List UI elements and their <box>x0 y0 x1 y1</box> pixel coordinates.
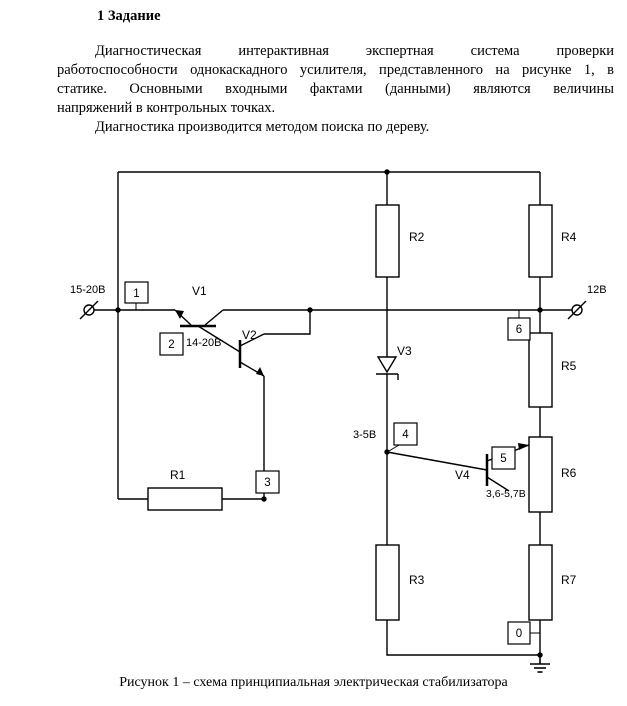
test-point-boxes <box>124 281 531 645</box>
test-point-box-2 <box>159 332 184 356</box>
resistor-r2-body <box>375 204 400 278</box>
label-v3: V3 <box>397 344 412 358</box>
test-point-box-4 <box>393 422 418 446</box>
label-r2: R2 <box>409 230 425 244</box>
resistor-r1-body <box>147 487 223 511</box>
label-r3: R3 <box>409 573 425 587</box>
label-v1: V1 <box>192 284 207 298</box>
transistor-v1 <box>174 309 241 353</box>
label-r7: R7 <box>561 573 577 587</box>
voltage-node4: 3-5В <box>353 429 376 441</box>
test-point-box-1 <box>124 281 149 304</box>
figure-caption: Рисунок 1 – схема принципиальная электри… <box>119 675 508 690</box>
resistor-r4-body <box>528 204 553 278</box>
test-point-label-4: 4 <box>402 429 409 441</box>
label-r5: R5 <box>561 359 577 373</box>
emitter-arrow-icon <box>175 310 184 319</box>
label-r1: R1 <box>170 468 186 482</box>
section-heading: 1 Задание <box>97 8 161 24</box>
circuit-wiring <box>94 171 572 656</box>
transistor-v2 <box>238 333 265 377</box>
resistors <box>147 204 553 621</box>
test-point-box-0 <box>507 621 531 645</box>
label-v4: V4 <box>455 468 470 482</box>
task-description: Диагностическая интерактивная экспертная… <box>57 42 614 137</box>
test-point-label-0: 0 <box>516 628 522 640</box>
paragraph-line: работоспособности однокаскадного усилите… <box>57 62 614 78</box>
test-point-label-1: 1 <box>133 288 139 300</box>
voltage-input: 15-20В <box>70 284 105 296</box>
resistor-r6-body <box>528 436 553 513</box>
emitter-arrow-icon <box>256 367 264 376</box>
test-point-box-6 <box>507 317 531 341</box>
test-point-label-6: 6 <box>516 324 522 336</box>
resistor-r7-body <box>528 544 553 621</box>
test-point-leaders <box>135 303 540 634</box>
test-point-box-3 <box>255 470 280 494</box>
junction-dots <box>115 169 543 658</box>
resistor-r5-body <box>528 332 553 408</box>
label-v2: V2 <box>242 328 257 342</box>
voltage-node5: 3,6-5,7В <box>486 488 526 500</box>
wiper-arrow-icon <box>518 443 529 450</box>
test-point-label-2: 2 <box>168 339 174 351</box>
paragraph-line: статике. Основными входными фактами (дан… <box>57 81 614 97</box>
voltage-node2: 14-20В <box>186 337 221 349</box>
paragraph-line: Диагностическая интерактивная экспертная… <box>95 43 614 59</box>
label-r4: R4 <box>561 230 577 244</box>
test-point-label-3: 3 <box>264 477 270 489</box>
paragraph-line: Диагностика производится методом поиска … <box>95 119 430 135</box>
resistor-r3-body <box>375 544 400 621</box>
paragraph-line: напряжений в контрольных точках. <box>57 100 276 116</box>
zener-diode-v3 <box>376 356 399 380</box>
test-point-label-5: 5 <box>500 453 506 465</box>
input-terminal <box>79 300 99 320</box>
label-r6: R6 <box>561 466 577 480</box>
output-terminal <box>567 300 587 320</box>
voltage-output: 12В <box>587 284 607 296</box>
test-point-box-5 <box>491 446 516 470</box>
